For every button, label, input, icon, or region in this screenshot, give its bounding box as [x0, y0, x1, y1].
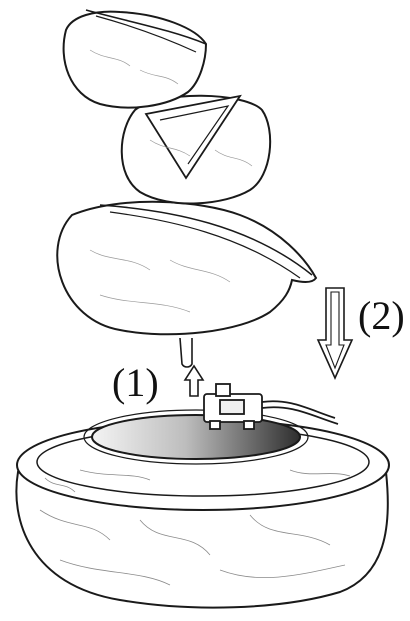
pump: [203, 383, 339, 430]
fountain-tiers: [56, 9, 318, 368]
step-2-label: (2): [358, 293, 405, 338]
tier-top: [62, 10, 208, 109]
up-arrow-icon: [183, 364, 205, 397]
pump-cable: [261, 400, 336, 419]
pump-outlet: [215, 383, 231, 397]
basin: [15, 409, 390, 609]
tier-bottom: [56, 200, 318, 336]
down-arrow-icon: [316, 287, 354, 380]
step-1-label: (1): [112, 360, 159, 405]
basin-water-surface: [91, 414, 301, 460]
tier-middle-spout: [144, 94, 242, 180]
tier-texture: [89, 49, 253, 313]
fountain-tube: [179, 337, 193, 368]
